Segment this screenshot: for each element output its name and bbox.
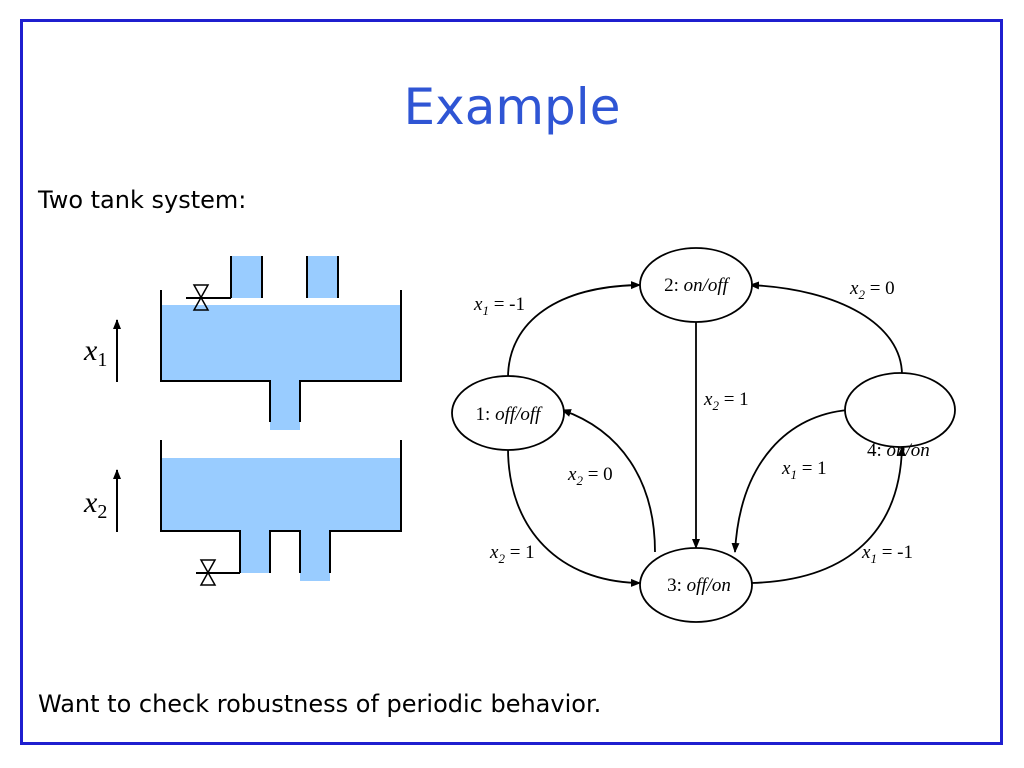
state-labels: 2: on/off 1: off/off 3: off/on 4: on/on xyxy=(476,275,930,596)
inflow-pipe-right-walls xyxy=(306,256,339,298)
state-node-2 xyxy=(639,247,753,323)
state-node-4 xyxy=(844,372,956,448)
x2-label: x2 xyxy=(83,486,107,523)
slide-border xyxy=(20,19,1003,745)
edge-4-to-2-label: x2 = 0 xyxy=(849,278,895,302)
edge-1-to-3-label: x2 = 1 xyxy=(489,542,535,566)
lower-tank-water xyxy=(162,458,400,581)
state-2-label: 2: on/off xyxy=(664,275,731,296)
state-node-3 xyxy=(639,547,753,623)
state-1-label: 1: off/off xyxy=(476,404,544,425)
state-3-label: 3: off/on xyxy=(667,575,731,596)
x1-label: x1 xyxy=(83,334,107,371)
state-4-label: 4: on/on xyxy=(867,440,930,461)
edge-1-to-2-label: x1 = -1 xyxy=(473,294,525,318)
edge-4-to-3 xyxy=(731,409,849,553)
intro-text: Two tank system: xyxy=(38,186,247,214)
lower-tank-outline xyxy=(160,440,402,573)
upper-valve-icon xyxy=(192,284,210,311)
edge-2-to-3-label: x2 = 1 xyxy=(703,389,749,413)
footer-text: Want to check robustness of periodic beh… xyxy=(38,690,602,718)
lower-valve-icon xyxy=(199,559,217,586)
edge-3-to-1-label: x2 = 0 xyxy=(567,464,613,488)
two-tank-drawing: x1 x2 xyxy=(83,256,402,586)
upper-tank-outline xyxy=(160,290,402,422)
state-machine xyxy=(451,247,956,623)
edge-3-to-4 xyxy=(751,446,906,584)
slide-title: Example xyxy=(403,78,621,136)
edge-labels: x1 = -1 x2 = 0 x2 = 1 x2 = 0 x1 = 1 x2 =… xyxy=(473,278,913,566)
edge-3-to-4-label: x1 = -1 xyxy=(861,542,913,566)
inflow-pipe-left xyxy=(231,256,262,298)
edge-1-to-3 xyxy=(507,447,641,587)
state-node-1 xyxy=(451,375,565,451)
edge-4-to-2 xyxy=(749,281,903,376)
edge-1-to-2 xyxy=(507,281,641,379)
inflow-pipe-right xyxy=(307,256,338,298)
inflow-pipe-left-walls xyxy=(230,256,263,298)
upper-tank-water xyxy=(162,305,400,430)
edge-4-to-3-label: x1 = 1 xyxy=(781,458,827,482)
edge-3-to-1 xyxy=(561,409,656,553)
